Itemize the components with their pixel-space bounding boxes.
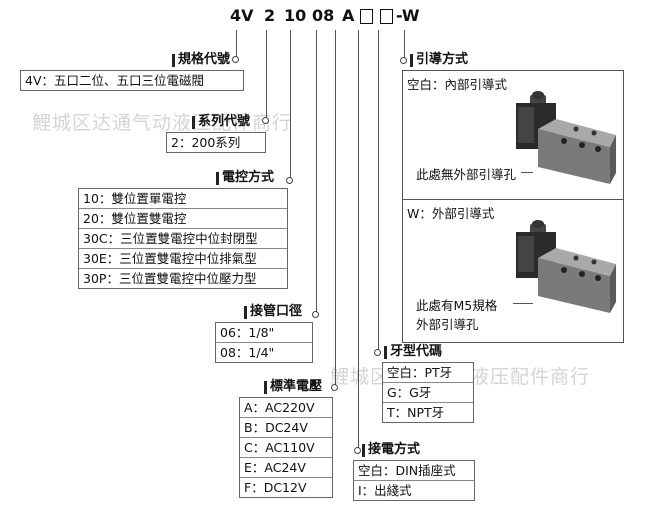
connector-dot [286,177,293,184]
voltage-title: 標準電壓 [264,378,322,396]
list-item: 空白：DIN插座式 [354,461,474,481]
list-item: 空白：PT牙 [383,363,473,383]
list-item: 20：雙位置雙電控 [79,209,287,229]
connector-dot [312,311,319,318]
list-item: T：NPT牙 [387,405,445,420]
connector-line [358,30,359,450]
list-item: B：DC24V [240,418,332,438]
list-item: 2：200系列 [171,135,241,150]
code-voltage: A [342,6,355,25]
wiring-box: 空白：DIN插座式 I：出綫式 [353,460,475,501]
code-prefix: 4V [230,6,254,25]
list-item: 08：1/4" [220,345,275,360]
pilot-external-note-2: 外部引導孔 [416,317,479,332]
list-item: F：DC12V [244,480,307,495]
connector-line [290,30,291,180]
valve-icon [516,91,616,184]
list-item: 30C：三位置雙電控中位封閉型 [79,229,287,249]
code-control: 10 [284,6,307,25]
port-size-box: 06：1/8" 08：1/4" [215,322,313,363]
connector-line [335,30,336,388]
connector-dot [354,447,361,454]
leader-line [513,303,533,304]
code-thread-box [380,9,393,24]
connector-line [266,30,267,120]
pilot-external-note-1: 此處有M5規格 [416,298,498,313]
connector-line [378,30,379,352]
code-series: 2 [264,6,276,25]
pilot-internal-panel: 空白：內部引導式 此處無外部引導孔 [402,70,624,200]
list-item: C：AC110V [240,438,332,458]
thread-title: 牙型代碼 [384,343,442,361]
pilot-title: 引導方式 [410,51,468,69]
list-item: 4V：五口二位、五口三位電磁閥 [25,73,205,88]
list-item: G：G牙 [383,383,473,403]
list-item: E：AC24V [240,458,332,478]
list-item: 06：1/8" [216,323,312,343]
spec-code-box: 4V：五口二位、五口三位電磁閥 [20,70,244,91]
list-item: 30P：三位置雙電控中位壓力型 [83,271,257,286]
pilot-external-label: W：外部引導式 [407,206,495,221]
series-code-box: 2：200系列 [166,132,266,153]
control-method-title: 電控方式 [216,169,274,187]
connector-dot [374,349,381,356]
port-size-title: 接管口徑 [244,303,302,321]
connector-dot [232,56,239,63]
list-item: I：出綫式 [358,483,412,498]
connector-dot [400,57,407,64]
control-method-box: 10：雙位置單電控 20：雙位置雙電控 30C：三位置雙電控中位封閉型 30E：… [78,188,288,289]
list-item: 30E：三位置雙電控中位排氣型 [79,249,287,269]
connector-dot [262,117,269,124]
valve-icon [516,220,616,313]
spec-code-title: 規格代號 [172,51,230,69]
pilot-external-panel: W：外部引導式 此處有M5規格 外部引導孔 [402,199,624,343]
wiring-title: 接電方式 [362,441,420,459]
pilot-internal-note: 此處無外部引導孔 [416,167,517,182]
model-code: 4V 2 10 08 A -W [0,6,652,28]
connector-dot [331,384,338,391]
code-port: 08 [312,6,335,25]
thread-box: 空白：PT牙 G：G牙 T：NPT牙 [382,362,474,423]
series-code-title: 系列代號 [192,113,250,131]
leader-line [521,172,533,173]
code-wiring-box [360,9,373,24]
pilot-internal-label: 空白：內部引導式 [407,77,508,92]
code-suffix: -W [396,6,420,25]
connector-line [316,30,317,314]
list-item: A：AC220V [240,398,332,418]
list-item: 10：雙位置單電控 [79,189,287,209]
connector-line [236,30,237,59]
voltage-box: A：AC220V B：DC24V C：AC110V E：AC24V F：DC12… [239,397,333,498]
connector-line [404,30,405,60]
watermark-text: 鯉城区达通气动液压配件商行 [32,112,293,134]
